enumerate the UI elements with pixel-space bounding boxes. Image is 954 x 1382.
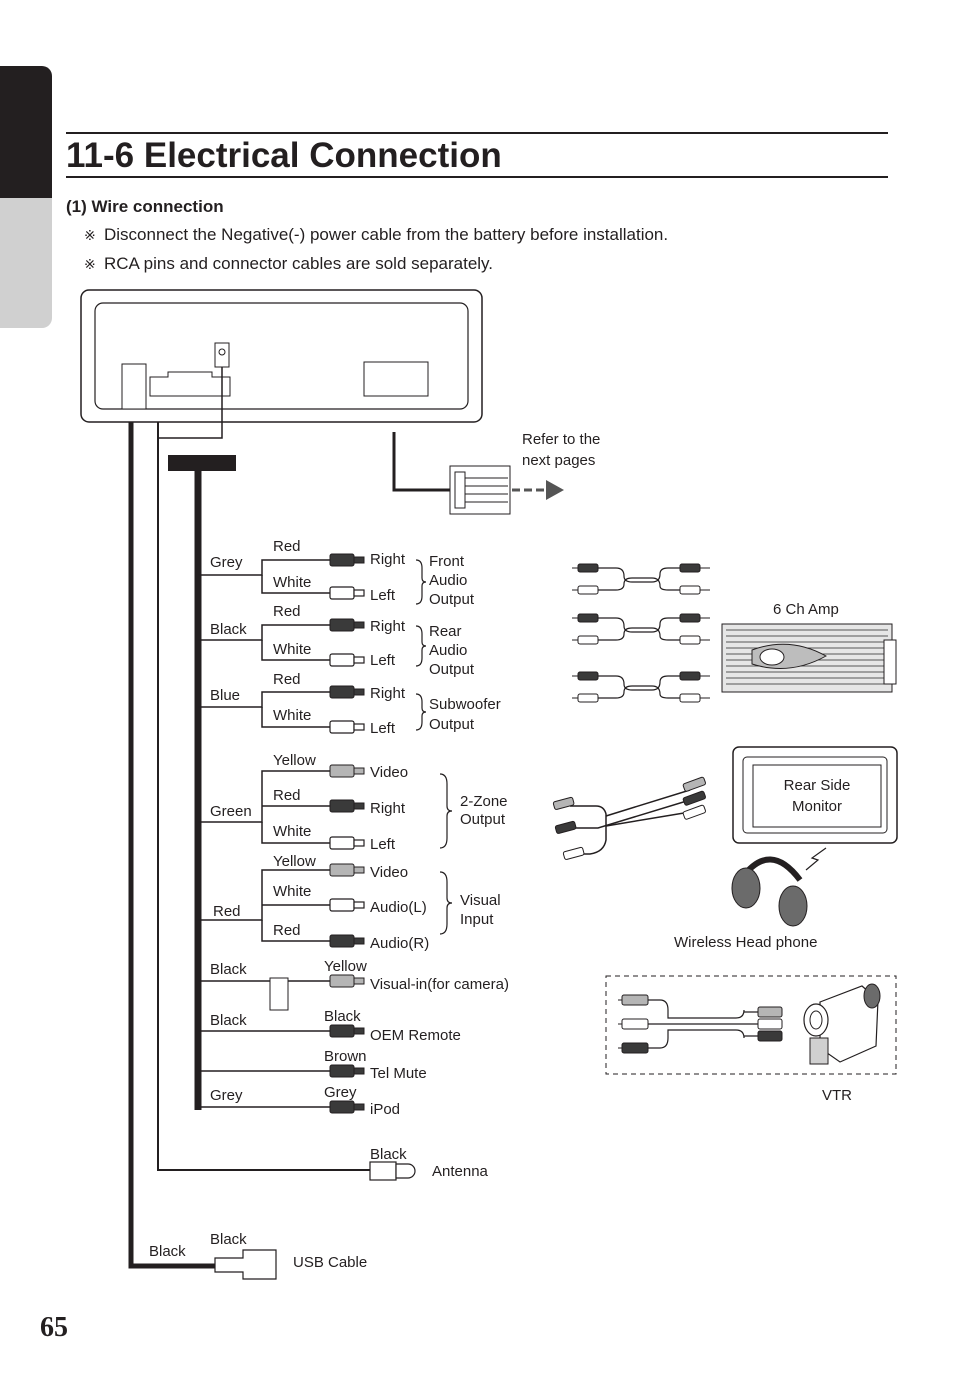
oem-remote-label: OEM Remote bbox=[370, 1027, 461, 1044]
vtr-optional-box bbox=[605, 975, 897, 1075]
harness-connector bbox=[449, 465, 564, 515]
wire-label-black: Black bbox=[210, 621, 247, 638]
wire-label-black: Black bbox=[324, 1008, 361, 1025]
wire-label-yellow: Yellow bbox=[324, 958, 367, 975]
camera-filter-box bbox=[269, 977, 289, 1011]
monitor-label-2: Monitor bbox=[792, 798, 842, 815]
wire-label-black: Black bbox=[370, 1146, 407, 1163]
rear-monitor-icon bbox=[732, 746, 898, 844]
wire-label-black: Black bbox=[149, 1243, 186, 1260]
wire-label-white: White bbox=[273, 823, 311, 840]
section-tab-dark bbox=[0, 66, 52, 198]
group-label-sub-1: Subwoofer bbox=[429, 696, 501, 713]
head-unit bbox=[80, 289, 483, 423]
wire-label-green: Green bbox=[210, 803, 252, 820]
group-label-rear-3: Output bbox=[429, 661, 475, 678]
refer-label-2: next pages bbox=[522, 452, 595, 469]
pin-label-right: Right bbox=[370, 800, 406, 817]
amp-rca-plugs bbox=[572, 563, 710, 703]
tel-mute-label: Tel Mute bbox=[370, 1065, 427, 1082]
ipod-label: iPod bbox=[370, 1101, 400, 1118]
antenna-label: Antenna bbox=[432, 1163, 489, 1180]
pin-label-audio-r: Audio(R) bbox=[370, 935, 429, 952]
usb-plug bbox=[214, 1249, 277, 1280]
wire-label-brown: Brown bbox=[324, 1048, 367, 1065]
wire-label-yellow: Yellow bbox=[273, 853, 316, 870]
reference-mark-icon: ※ bbox=[84, 256, 96, 272]
amplifier-icon bbox=[721, 623, 897, 693]
wire-label-blue: Blue bbox=[210, 687, 240, 704]
page-number: 65 bbox=[40, 1312, 68, 1343]
pin-label-left: Left bbox=[370, 652, 396, 669]
wire-label-black: Black bbox=[210, 1231, 247, 1248]
monitor-label-1: Rear Side bbox=[784, 777, 851, 794]
wire-label-red: Red bbox=[273, 603, 301, 620]
group-label-rear-2: Audio bbox=[429, 642, 467, 659]
wire-label-red: Red bbox=[273, 922, 301, 939]
zone-cable bbox=[552, 776, 706, 860]
wire-label-red: Red bbox=[213, 903, 241, 920]
pin-label-right: Right bbox=[370, 551, 406, 568]
pin-label-left: Left bbox=[370, 720, 396, 737]
wire-label-white: White bbox=[273, 707, 311, 724]
title-rule-top bbox=[66, 132, 888, 134]
vtr-cable bbox=[618, 994, 783, 1054]
group-label-zone-1: 2-Zone bbox=[460, 793, 508, 810]
section-subtitle: (1) Wire connection bbox=[66, 197, 224, 216]
wireless-signal-icon bbox=[805, 847, 827, 871]
wire-label-grey: Grey bbox=[210, 1087, 243, 1104]
wire-label-grey: Grey bbox=[210, 554, 243, 571]
wire-label-white: White bbox=[273, 641, 311, 658]
pin-label-left: Left bbox=[370, 587, 396, 604]
reference-mark-icon: ※ bbox=[84, 227, 96, 243]
title-rule-bottom bbox=[66, 176, 888, 178]
note-1: ※ Disconnect the Negative(-) power cable … bbox=[84, 225, 668, 245]
pin-label-audio-l: Audio(L) bbox=[370, 899, 427, 916]
note-text: RCA pins and connector cables are sold s… bbox=[104, 254, 494, 273]
branch-wires bbox=[198, 559, 330, 1108]
rca-plugs bbox=[329, 553, 365, 1114]
wire-label-white: White bbox=[273, 574, 311, 591]
wire-label-red: Red bbox=[273, 671, 301, 688]
usb-cable-label: USB Cable bbox=[293, 1254, 367, 1271]
note-2: ※ RCA pins and connector cables are sold … bbox=[84, 254, 493, 274]
wire-label-black: Black bbox=[210, 961, 247, 978]
pin-label-left: Left bbox=[370, 836, 396, 853]
amp-rca-cables bbox=[590, 567, 690, 699]
refer-label-1: Refer to the bbox=[522, 431, 600, 448]
trunk-wires bbox=[128, 367, 450, 1269]
pin-label-video: Video bbox=[370, 764, 408, 781]
pin-label-right: Right bbox=[370, 685, 406, 702]
wire-label-black: Black bbox=[210, 1012, 247, 1029]
group-label-zone-2: Output bbox=[460, 811, 506, 828]
camera-input-label: Visual-in(for camera) bbox=[370, 976, 509, 993]
page-title: 11-6 Electrical Connection bbox=[66, 136, 502, 175]
group-label-visual-1: Visual bbox=[460, 892, 501, 909]
wire-label-red: Red bbox=[273, 787, 301, 804]
headphone-label: Wireless Head phone bbox=[674, 934, 817, 951]
group-label-front-3: Output bbox=[429, 591, 475, 608]
amp-label: 6 Ch Amp bbox=[773, 601, 839, 618]
group-label-visual-2: Input bbox=[460, 911, 494, 928]
pin-label-video: Video bbox=[370, 864, 408, 881]
wire-label-yellow: Yellow bbox=[273, 752, 316, 769]
wire-label-grey: Grey bbox=[324, 1084, 357, 1101]
antenna-plug bbox=[369, 1161, 416, 1181]
wire-label-red: Red bbox=[273, 538, 301, 555]
note-text: Disconnect the Negative(-) power cable f… bbox=[104, 225, 669, 244]
pin-label-right: Right bbox=[370, 618, 406, 635]
group-brackets bbox=[415, 559, 453, 935]
group-label-front-1: Front bbox=[429, 553, 465, 570]
vtr-label: VTR bbox=[822, 1087, 852, 1104]
section-tab-light bbox=[0, 198, 52, 328]
group-label-sub-2: Output bbox=[429, 716, 475, 733]
group-label-front-2: Audio bbox=[429, 572, 467, 589]
camcorder-icon bbox=[803, 983, 881, 1065]
group-label-rear-1: Rear bbox=[429, 623, 462, 640]
wire-label-white: White bbox=[273, 883, 311, 900]
headphone-icon bbox=[731, 856, 808, 927]
